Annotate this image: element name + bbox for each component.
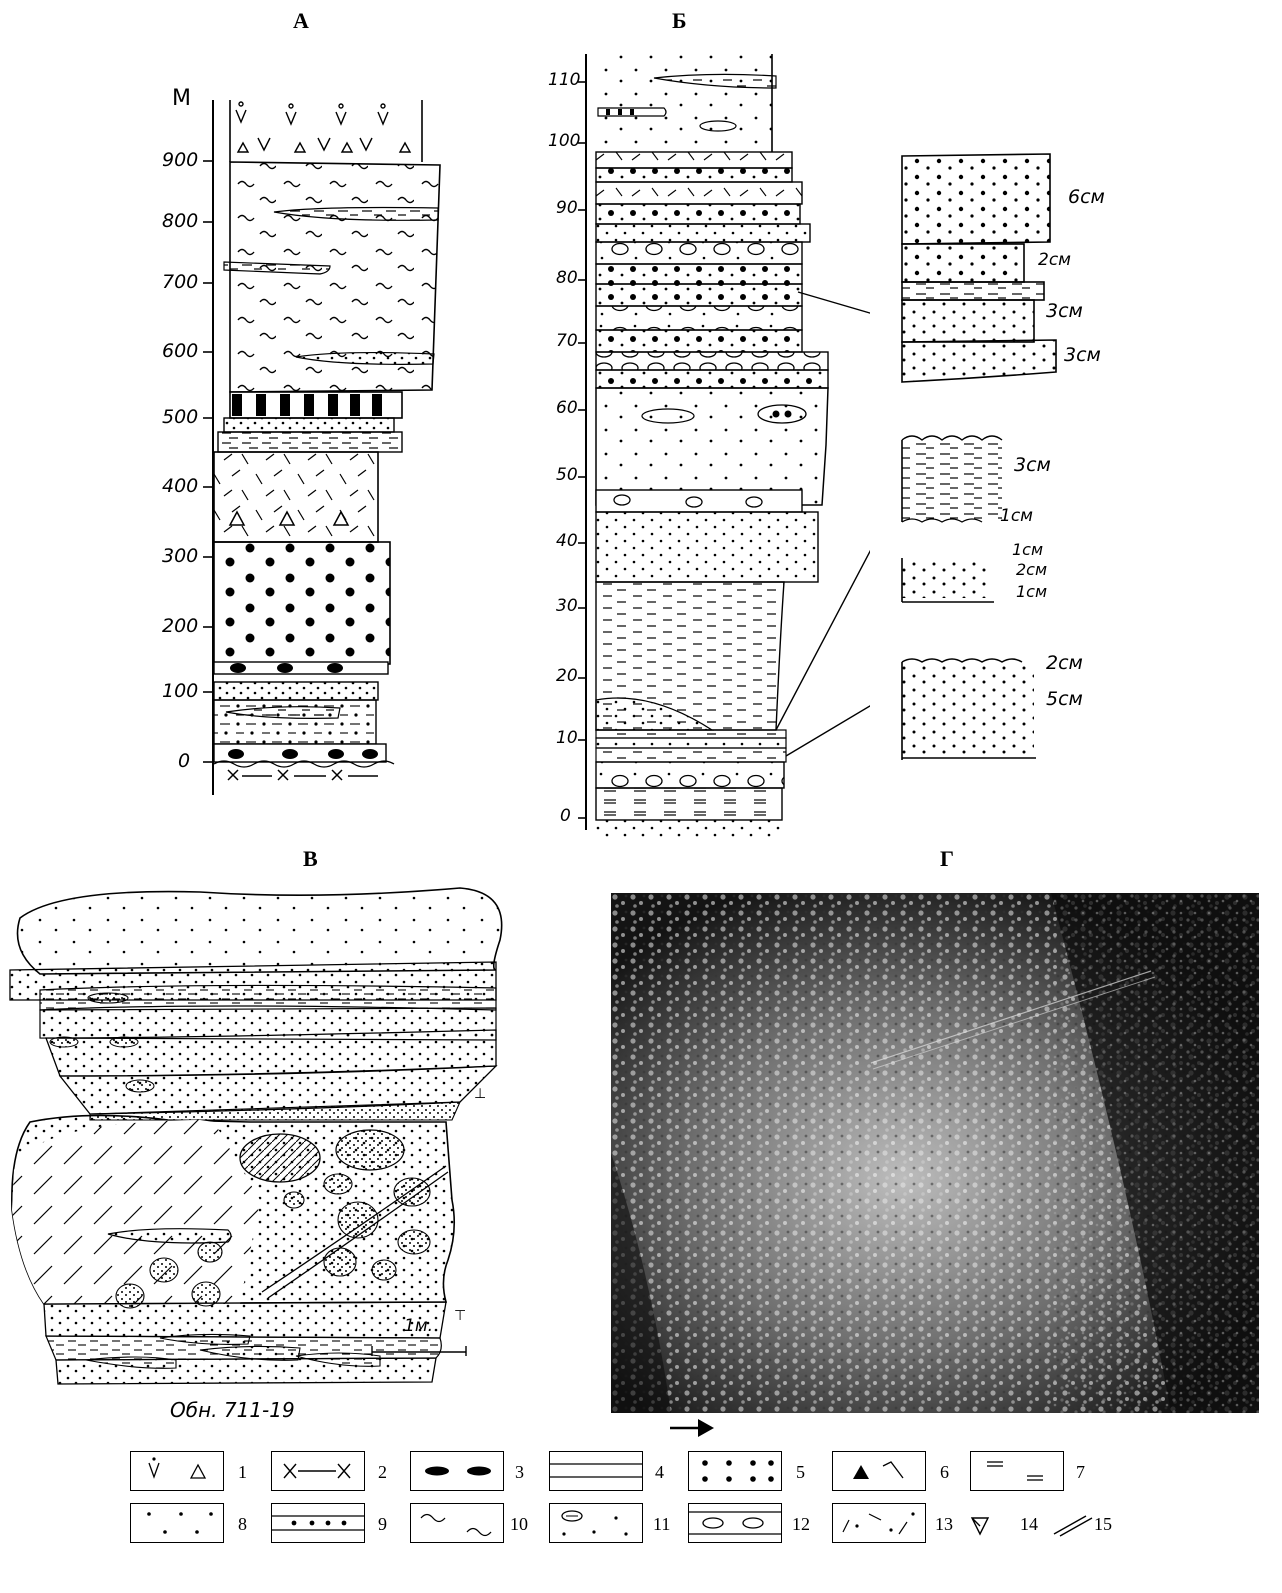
outcrop-caption: Обн. 711-19 xyxy=(170,1398,295,1422)
column-b-tick-70: 70 xyxy=(556,331,578,351)
legend-swatch-2 xyxy=(271,1451,365,1491)
legend-swatch-3 xyxy=(410,1451,504,1491)
legend-number-15: 15 xyxy=(1094,1514,1112,1535)
detail-3-label-2: 5см xyxy=(1046,688,1083,710)
legend-swatch-6 xyxy=(832,1451,926,1491)
legend-number-4: 4 xyxy=(655,1462,664,1483)
column-a-tick-900: 900 xyxy=(162,149,198,171)
column-a-tick-700: 700 xyxy=(162,271,198,293)
outcrop-scale: 1м. xyxy=(404,1316,433,1336)
column-a-tick-0: 0 xyxy=(178,750,190,772)
legend-swatch-11 xyxy=(549,1503,643,1543)
legend-number-5: 5 xyxy=(796,1462,805,1483)
legend-swatch-4 xyxy=(549,1451,643,1491)
legend-number-14: 14 xyxy=(1020,1514,1038,1535)
detail-2-label-1: 3см xyxy=(1014,454,1051,476)
legend-number-8: 8 xyxy=(238,1514,247,1535)
column-b-tick-110: 110 xyxy=(548,70,580,90)
legend-swatch-9 xyxy=(271,1503,365,1543)
legend-number-3: 3 xyxy=(515,1462,524,1483)
detail-1-label-1: 6см xyxy=(1068,186,1105,208)
column-b-tick-40: 40 xyxy=(556,531,578,551)
column-a-tick-800: 800 xyxy=(162,210,198,232)
column-a-tick-600: 600 xyxy=(162,340,198,362)
legend-symbol-14-icon xyxy=(968,1510,998,1538)
legend-number-7: 7 xyxy=(1076,1462,1085,1483)
column-a-unit: М xyxy=(172,86,191,111)
legend-swatch-7 xyxy=(970,1451,1064,1491)
panel-label-g: Г xyxy=(940,846,954,872)
panel-label-b: Б xyxy=(672,8,687,34)
column-a-tick-100: 100 xyxy=(162,680,198,702)
column-b-tick-60: 60 xyxy=(556,398,578,418)
column-b xyxy=(540,40,870,840)
column-a-tick-500: 500 xyxy=(162,406,198,428)
legend-number-2: 2 xyxy=(378,1462,387,1483)
column-a-tick-400: 400 xyxy=(162,475,198,497)
column-b-tick-100: 100 xyxy=(548,131,580,151)
legend-number-6: 6 xyxy=(940,1462,949,1483)
legend-number-10: 10 xyxy=(510,1514,528,1535)
column-b-tick-90: 90 xyxy=(556,198,578,218)
legend-number-12: 12 xyxy=(792,1514,810,1535)
thin-section-grains xyxy=(611,893,1259,1413)
outcrop-sketch: ⊥ ⊤ xyxy=(0,870,560,1390)
legend-swatch-12 xyxy=(688,1503,782,1543)
legend-number-9: 9 xyxy=(378,1514,387,1535)
detail-2-label-4: 2см xyxy=(1016,560,1047,579)
column-b-tick-10: 10 xyxy=(556,728,578,748)
legend-swatch-5 xyxy=(688,1451,782,1491)
detail-1-label-2: 2см xyxy=(1038,250,1071,270)
thin-section-photo xyxy=(611,893,1259,1413)
detail-3-label-1: 2см xyxy=(1046,652,1083,674)
legend-number-1: 1 xyxy=(238,1462,247,1483)
column-a-tick-200: 200 xyxy=(162,615,198,637)
column-b-tick-80: 80 xyxy=(556,268,578,288)
legend-swatch-10 xyxy=(410,1503,504,1543)
detail-2-label-3: 1см xyxy=(1012,540,1043,559)
column-b-tick-30: 30 xyxy=(556,596,578,616)
svg-text:⊥: ⊥ xyxy=(474,1086,486,1102)
column-a-tick-300: 300 xyxy=(162,545,198,567)
column-b-tick-0: 0 xyxy=(560,806,571,826)
detail-1-label-4: 3см xyxy=(1064,344,1101,366)
svg-text:⊤: ⊤ xyxy=(454,1308,466,1324)
detail-2-label-2: 1см xyxy=(1000,506,1033,526)
legend-number-11: 11 xyxy=(653,1514,670,1535)
legend-swatch-13 xyxy=(832,1503,926,1543)
legend-number-13: 13 xyxy=(935,1514,953,1535)
legend-swatch-8 xyxy=(130,1503,224,1543)
panel-label-v: В xyxy=(303,846,318,872)
column-b-tick-20: 20 xyxy=(556,666,578,686)
detail-1-label-3: 3см xyxy=(1046,300,1083,322)
legend-swatch-1 xyxy=(130,1451,224,1491)
column-a xyxy=(0,0,500,820)
legend-symbol-15-icon xyxy=(1050,1510,1100,1538)
orientation-arrow-icon xyxy=(668,1416,718,1440)
detail-2-label-5: 1см xyxy=(1016,582,1047,601)
column-b-tick-50: 50 xyxy=(556,465,578,485)
